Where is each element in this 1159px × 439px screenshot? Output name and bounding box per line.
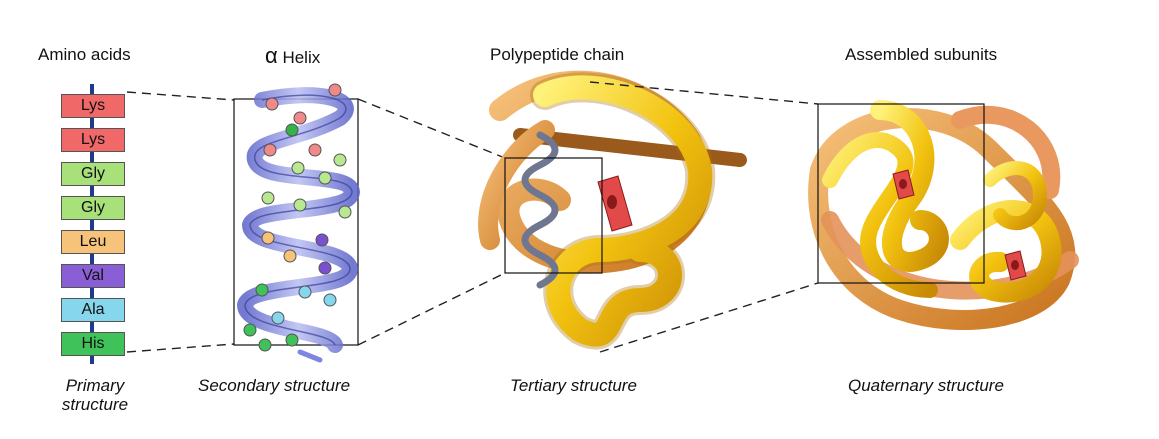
connector-top-2 bbox=[357, 98, 506, 159]
amino-acids-title: Amino acids bbox=[38, 45, 131, 64]
chain-frame bbox=[504, 157, 603, 274]
connector-bottom-2 bbox=[357, 272, 506, 346]
amino-acid-box: Ala bbox=[61, 298, 125, 322]
amino-acid-box: Leu bbox=[61, 230, 125, 254]
alpha-helix-title: α Helix bbox=[265, 43, 320, 69]
quaternary-assembly bbox=[808, 100, 1079, 330]
alpha-helix-word: Helix bbox=[282, 48, 321, 67]
amino-acid-box: Gly bbox=[61, 196, 125, 220]
connector-top-3 bbox=[589, 81, 819, 105]
amino-acid-box: Val bbox=[61, 264, 125, 288]
amino-acid-box: Lys bbox=[61, 128, 125, 152]
alpha-symbol: α bbox=[265, 43, 278, 68]
primary-caption-line2: structure bbox=[61, 395, 129, 414]
primary-caption: Primary structure bbox=[55, 376, 135, 414]
amino-acid-box: His bbox=[61, 332, 125, 356]
connector-top-1 bbox=[126, 91, 235, 101]
amino-acid-box: Lys bbox=[61, 94, 125, 118]
primary-caption-line1: Primary bbox=[65, 376, 125, 395]
connector-bottom-1 bbox=[126, 343, 235, 353]
assembly-frame bbox=[817, 103, 985, 284]
alpha-helix-ribbon bbox=[236, 83, 361, 363]
amino-acid-box: Gly bbox=[61, 162, 125, 186]
assembled-subunits-title: Assembled subunits bbox=[845, 45, 998, 64]
tertiary-chain bbox=[478, 70, 747, 350]
tertiary-caption: Tertiary structure bbox=[510, 376, 637, 395]
polypeptide-chain-title: Polypeptide chain bbox=[490, 45, 625, 64]
quaternary-caption: Quaternary structure bbox=[848, 376, 1004, 395]
connector-bottom-3 bbox=[599, 282, 819, 353]
primary-backbone bbox=[90, 84, 94, 364]
secondary-caption: Secondary structure bbox=[198, 376, 351, 395]
